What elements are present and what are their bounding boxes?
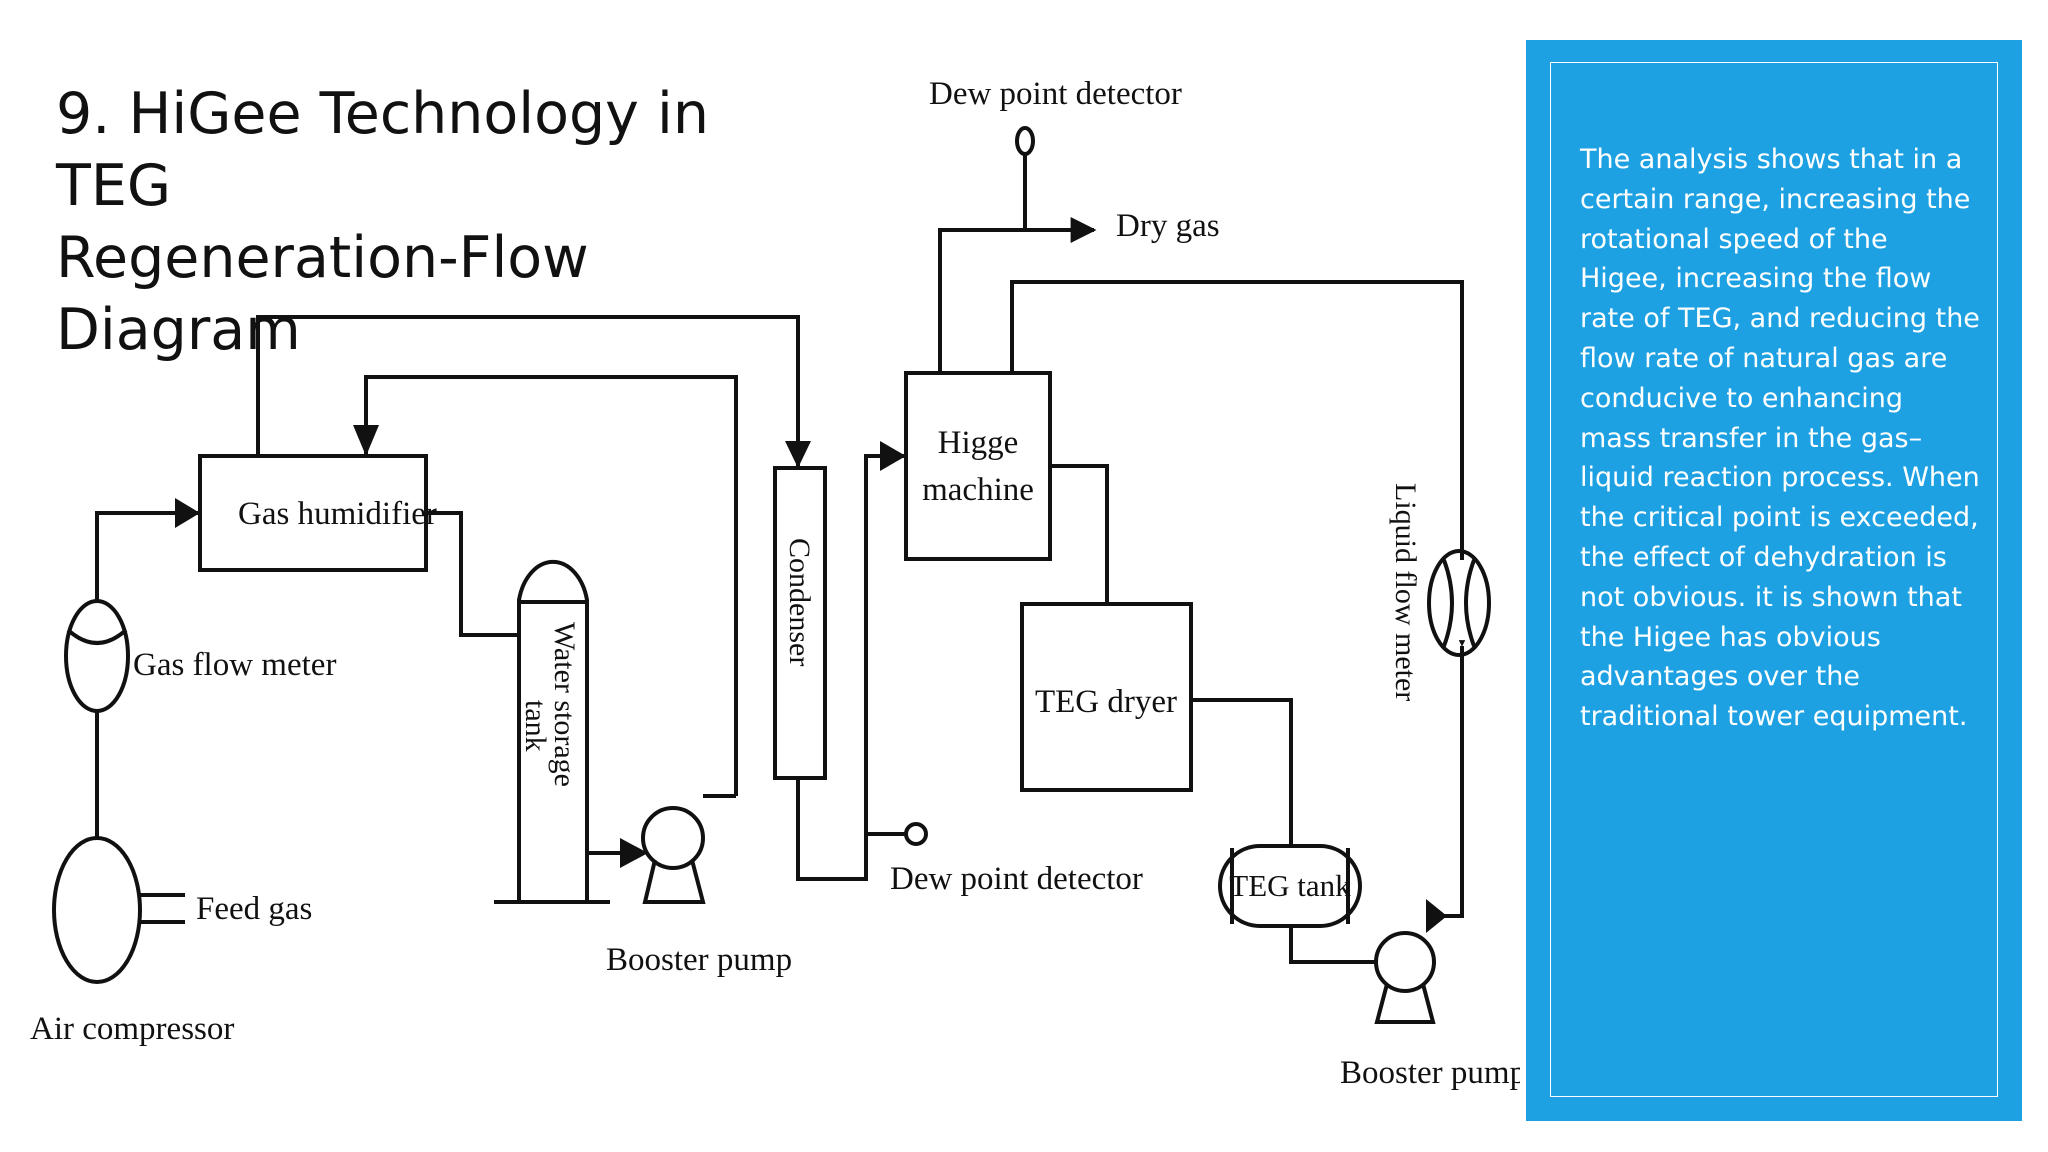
water-storage-tank (517, 559, 589, 902)
higge-machine-box (904, 371, 1052, 561)
label-booster-pump-left: Booster pump (606, 942, 792, 978)
booster-pump-left (641, 806, 705, 870)
label-gas-humidifier: Gas humidifier (238, 496, 437, 532)
slide-title: 9. HiGee Technology in TEG Regeneration-… (56, 78, 816, 366)
flow-diagram: Dew point detector Dry gas Gas humidifie… (30, 76, 1520, 1091)
label-teg-tank: TEG tank (1229, 868, 1351, 903)
label-higge-machine-1: Higge (938, 425, 1019, 461)
label-higge-machine-2: machine (922, 472, 1034, 508)
dew-point-detector-top-sensor (1015, 126, 1035, 156)
label-dry-gas: Dry gas (1116, 208, 1220, 244)
label-condenser: Condenser (783, 538, 816, 666)
label-gas-flow-meter: Gas flow meter (133, 647, 336, 683)
side-panel: The analysis shows that in a certain ran… (1526, 40, 2022, 1121)
label-liquid-flow-meter: Liquid flow meter (1389, 483, 1422, 701)
label-water-storage-tank-2: tank (519, 700, 552, 752)
side-panel-frame (1550, 62, 1998, 1097)
liquid-flow-meter (1427, 549, 1491, 657)
label-air-compressor: Air compressor (30, 1011, 234, 1047)
air-compressor (52, 836, 142, 984)
label-feed-gas: Feed gas (196, 891, 312, 927)
label-teg-dryer: TEG dryer (1035, 684, 1177, 720)
label-water-storage-tank: Water storage (548, 622, 581, 787)
label-booster-pump-right: Booster pump (1340, 1055, 1520, 1091)
booster-pump-right (1374, 931, 1436, 993)
label-dew-point-detector-bottom: Dew point detector (890, 861, 1143, 897)
label-dew-point-detector-top: Dew point detector (929, 76, 1182, 112)
gas-flow-meter (64, 599, 130, 713)
slide-title-line-1: 9. HiGee Technology in TEG (56, 81, 709, 219)
side-panel-text: The analysis shows that in a certain ran… (1580, 144, 1980, 733)
